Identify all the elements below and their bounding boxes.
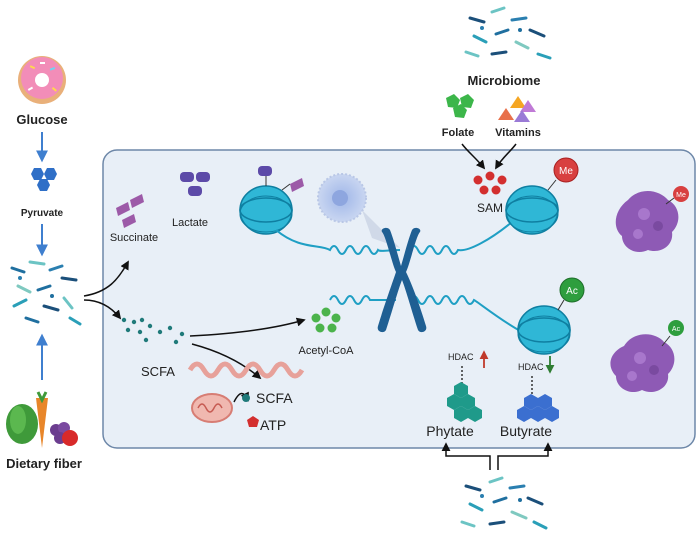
- acetyl-coa-label: Acetyl-CoA: [298, 345, 354, 357]
- mitochondrion-icon: [191, 393, 233, 423]
- dna-strand-lower: [329, 295, 396, 305]
- lactate-icon: [180, 172, 210, 196]
- butyrate-icon: [517, 394, 559, 422]
- phytate-icon: [447, 382, 482, 422]
- succinate-icon: [116, 194, 144, 228]
- ac-small-icon: [668, 320, 684, 336]
- nucleosome-right-upper: [505, 185, 559, 235]
- acetyl-coa-icon: [311, 307, 341, 333]
- vitamins-label: Vitamins: [495, 127, 541, 139]
- nucleosome-right-lower: [517, 305, 571, 355]
- protein-lower-icon: [610, 334, 675, 393]
- me-badge-label: Me: [559, 166, 573, 177]
- microbiome-label: Microbiome: [468, 73, 541, 88]
- hdac-right-label: HDAC: [518, 362, 544, 372]
- scfa-dot-icon: [242, 394, 250, 402]
- dna-strand-right-upper: [409, 221, 513, 255]
- membrane-folds: [187, 361, 305, 379]
- sam-icon: [473, 171, 507, 195]
- ac-badge-icon: [559, 277, 585, 303]
- microbiome-bottom-icon: [460, 476, 548, 530]
- me-tail: [547, 179, 557, 191]
- ac-tail: [557, 299, 565, 311]
- microbiome-top-icon: [464, 6, 552, 60]
- ac-badge-label: Ac: [566, 286, 578, 297]
- arrow-microbes-scfa: [83, 299, 122, 320]
- arrow-scfa-mito: [191, 343, 262, 380]
- dna-strand-right-lower: [409, 295, 523, 333]
- arrow-folate-sam: [461, 143, 486, 170]
- donut-icon: [18, 56, 66, 104]
- glucose-label: Glucose: [16, 112, 67, 127]
- arrow-bottom-to-phytate: [441, 442, 491, 470]
- succinate-label: Succinate: [110, 232, 158, 244]
- phytate-label: Phytate: [426, 423, 474, 439]
- sam-label: SAM: [477, 201, 503, 215]
- hdac-left-label: HDAC: [448, 352, 474, 362]
- butyrate-label: Butyrate: [500, 423, 552, 439]
- me-small-icon: [673, 186, 689, 202]
- dietary-fiber-label: Dietary fiber: [6, 456, 82, 471]
- scfa-left-label: SCFA: [141, 364, 175, 379]
- arrow-bottom-to-butyrate: [497, 442, 553, 470]
- atp-label: ATP: [260, 417, 286, 433]
- protein-upper-icon: [615, 190, 679, 253]
- arrow-scfa-acetyl: [189, 317, 306, 337]
- pyruvate-icon: [31, 168, 57, 191]
- arrow-microbes-succinate: [83, 260, 129, 297]
- lactate-label: Lactate: [172, 217, 208, 229]
- dna-strand-upper: [275, 229, 401, 255]
- ac-small-tail: [661, 335, 671, 347]
- scfa-mito-label: SCFA: [256, 390, 293, 406]
- me-small-label: Me: [676, 192, 686, 199]
- nucleosome-left: [239, 185, 293, 235]
- chromosome-icon: [377, 227, 427, 333]
- pyruvate-label: Pyruvate: [21, 208, 64, 219]
- folate-label: Folate: [442, 127, 474, 139]
- vegetables-icon: [6, 391, 78, 448]
- me-small-tail: [665, 197, 675, 205]
- folate-icon: [446, 94, 474, 118]
- gut-microbes-icon: [10, 260, 82, 326]
- me-badge-icon: [553, 157, 579, 183]
- vitamins-icon: [498, 96, 536, 122]
- scfa-dots: [121, 317, 185, 345]
- histone-marks-left: [258, 166, 304, 192]
- atp-icon: [247, 416, 259, 427]
- ac-small-label: Ac: [672, 326, 681, 333]
- arrow-vitamins-sam: [495, 143, 517, 170]
